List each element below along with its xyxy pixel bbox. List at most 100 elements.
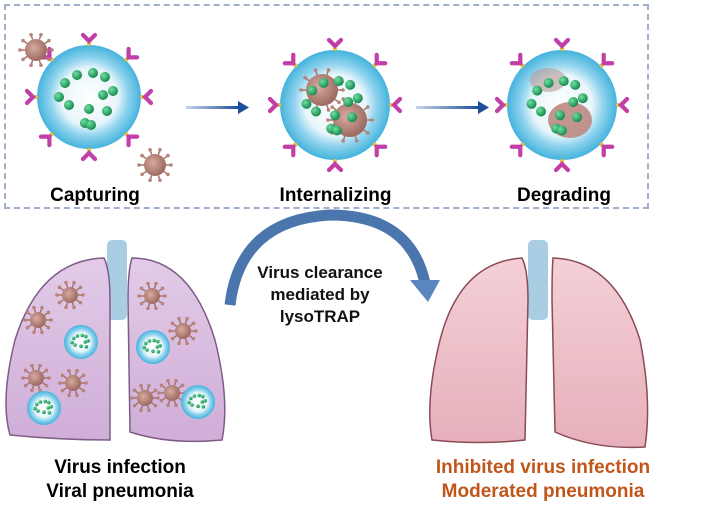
- cargo-bead: [156, 350, 161, 354]
- treated-caption-line-1: Inhibited virus infection: [435, 457, 651, 478]
- cargo-bead: [189, 396, 193, 401]
- antibody-icon: [24, 88, 39, 106]
- cargo-bead: [196, 404, 200, 409]
- antibody-icon: [615, 96, 630, 114]
- cargo-bead: [83, 340, 87, 344]
- cargo-bead: [331, 125, 342, 136]
- cargo-bead: [311, 106, 321, 117]
- cargo-bead: [73, 343, 77, 347]
- antibody-icon: [326, 158, 344, 173]
- cargo-bead: [80, 333, 84, 338]
- nanoparticle-internalizing: [267, 37, 403, 173]
- cargo-bead: [307, 85, 318, 96]
- cargo-bead: [201, 394, 205, 399]
- cargo-bead: [156, 339, 160, 344]
- treated-caption: Inhibited virus infection Moderated pneu…: [408, 456, 678, 504]
- trachea: [528, 240, 548, 320]
- lung-nanoparticle: [181, 385, 215, 419]
- cargo-bead: [343, 97, 354, 107]
- cargo-bead: [38, 400, 43, 404]
- cargo-bead: [572, 112, 583, 123]
- cargo-bead: [36, 409, 40, 413]
- clearance-mechanism-text: Virus clearance mediated by lysoTRAP: [235, 262, 405, 328]
- antibody-icon: [80, 147, 98, 162]
- antibody-icon: [509, 142, 525, 158]
- cargo-bead: [543, 78, 554, 88]
- cargo-bead: [108, 86, 118, 96]
- antibody-icon: [267, 96, 282, 114]
- cargo-bead: [187, 400, 191, 405]
- cargo-bead: [570, 79, 581, 90]
- antibody-icon: [494, 96, 509, 114]
- cargo-bead: [145, 348, 149, 352]
- cargo-bead: [102, 106, 112, 116]
- virus-icon: [18, 32, 54, 68]
- cargo-bead: [46, 406, 50, 410]
- nanoparticle-capturing: [18, 32, 173, 183]
- lung-nanoparticle: [64, 325, 98, 359]
- stage-label-capturing: Capturing: [50, 185, 140, 206]
- cargo-bead: [568, 97, 579, 107]
- infected-caption-line-2: Viral pneumonia: [46, 481, 194, 502]
- cargo-bead: [86, 339, 90, 343]
- virus-icon: [58, 368, 88, 398]
- cargo-bead: [200, 400, 204, 404]
- trachea: [107, 240, 127, 320]
- cargo-bead: [152, 338, 156, 343]
- antibody-icon: [139, 88, 154, 106]
- antibody-icon: [388, 96, 403, 114]
- stage-label-internalizing: Internalizing: [279, 185, 392, 206]
- stage-label-degrading: Degrading: [517, 185, 611, 206]
- clearance-line-3: lysoTRAP: [279, 307, 361, 326]
- cargo-bead: [197, 393, 201, 398]
- left-lung-lobe: [5, 257, 111, 441]
- antibody-icon: [38, 132, 54, 148]
- curved-clearance-arrow: [224, 209, 440, 306]
- virus-icon: [157, 378, 187, 408]
- antibody-icon: [599, 142, 615, 158]
- cargo-bead: [42, 410, 46, 415]
- cargo-bead: [318, 78, 329, 88]
- lung-nanoparticle: [27, 391, 61, 425]
- cargo-bead: [147, 339, 152, 343]
- cargo-bead: [347, 112, 358, 123]
- cargo-bead: [158, 344, 162, 348]
- cargo-bead: [72, 70, 82, 80]
- cargo-bead: [142, 345, 146, 350]
- cargo-bead: [84, 334, 88, 339]
- left-lung-lobe: [429, 257, 529, 444]
- cargo-bead: [43, 399, 47, 404]
- right-lung-lobe: [551, 257, 649, 449]
- cargo-bead: [190, 403, 194, 407]
- virus-icon: [21, 363, 51, 393]
- cargo-bead: [201, 405, 206, 409]
- antibody-icon: [282, 52, 298, 68]
- healthy-lungs: [429, 240, 649, 449]
- cargo-bead: [526, 98, 537, 109]
- cargo-bead: [72, 336, 76, 341]
- cargo-bead: [86, 120, 96, 130]
- treated-caption-line-2: Moderated pneumonia: [441, 481, 645, 502]
- antibody-icon: [599, 52, 615, 68]
- virus-icon: [168, 316, 198, 346]
- arrow-capture-to-internalize: [186, 101, 249, 114]
- virus-icon: [130, 383, 160, 413]
- virus-icon: [299, 68, 345, 112]
- cargo-bead: [333, 76, 344, 87]
- antibody-icon: [124, 46, 140, 62]
- antibody-icon: [282, 142, 298, 158]
- cargo-bead: [79, 344, 83, 349]
- cargo-bead: [203, 399, 207, 403]
- cargo-bead: [49, 405, 53, 409]
- cargo-bead: [84, 104, 94, 114]
- lung-nanoparticle: [136, 330, 170, 364]
- cargo-bead: [536, 106, 546, 117]
- antibody-icon: [80, 32, 98, 47]
- cargo-bead: [144, 341, 148, 346]
- cargo-bead: [84, 345, 89, 349]
- cargo-bead: [75, 334, 80, 338]
- antibody-icon: [509, 52, 525, 68]
- arrow-internalize-to-degrade: [416, 101, 489, 114]
- clearance-line-2: mediated by: [270, 285, 370, 304]
